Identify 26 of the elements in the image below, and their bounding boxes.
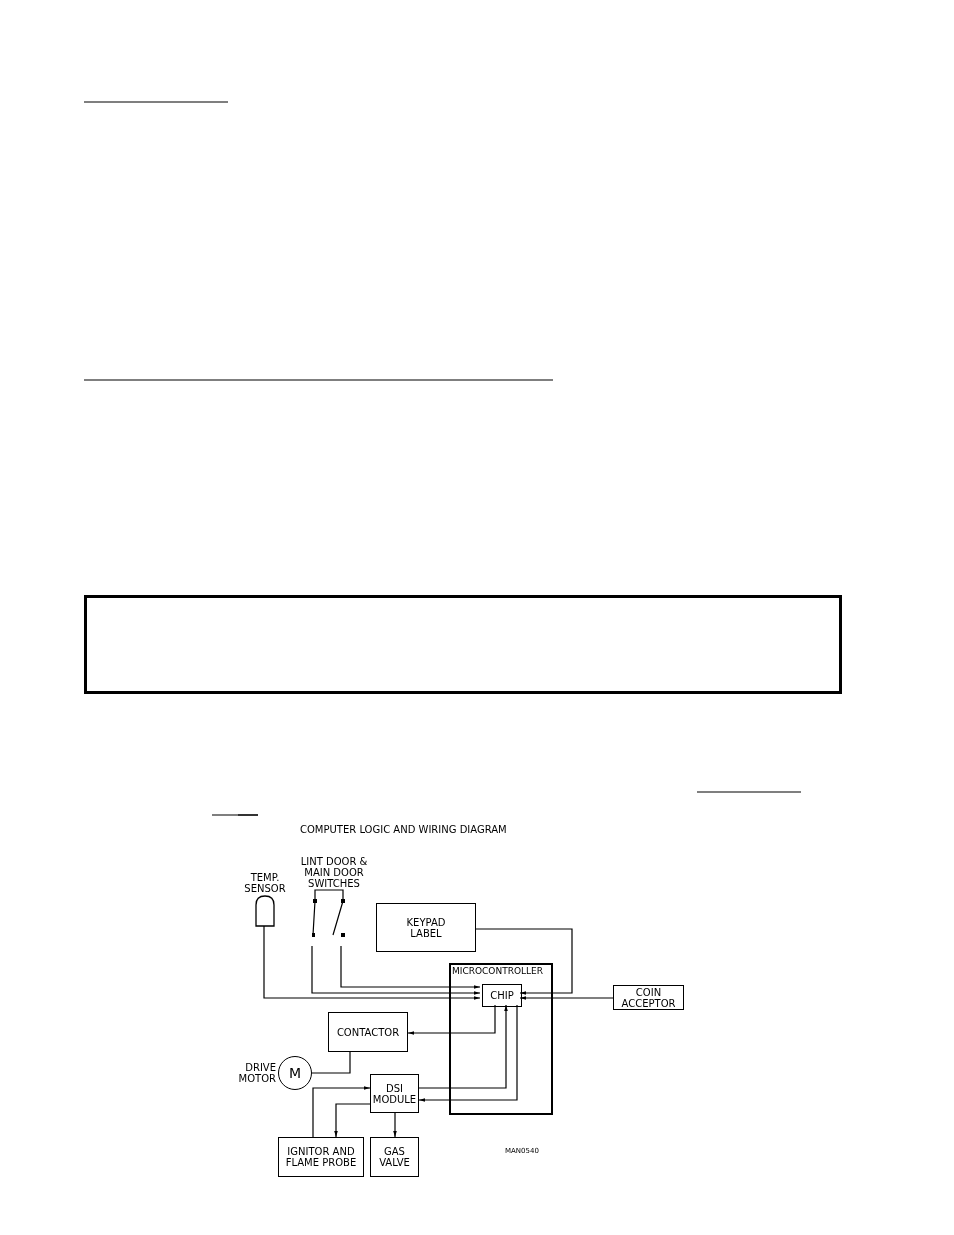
sensor-label: TEMP. SENSOR bbox=[243, 872, 287, 894]
wire-arrow bbox=[263, 925, 481, 1000]
wire-arrow bbox=[475, 928, 573, 995]
component-box: DSI MODULE bbox=[370, 1074, 419, 1113]
panel-title: MICROCONTROLLER bbox=[452, 966, 543, 977]
component-box: COIN ACCEPTOR bbox=[613, 985, 684, 1010]
wire-arrow bbox=[418, 1004, 518, 1102]
wire-arrow bbox=[340, 945, 481, 989]
wire-arrow bbox=[393, 1112, 397, 1138]
component-box: GAS VALVE bbox=[370, 1137, 419, 1177]
motor-symbol: M bbox=[278, 1056, 312, 1090]
component-caption: DRIVE MOTOR bbox=[237, 1062, 276, 1084]
diagram-title: COMPUTER LOGIC AND WIRING DIAGRAM bbox=[300, 824, 507, 835]
component-box: CONTACTOR bbox=[328, 1012, 408, 1052]
component-box: IGNITOR AND FLAME PROBE bbox=[278, 1137, 364, 1177]
wire-arrow bbox=[418, 1004, 508, 1089]
switch-label: LINT DOOR & MAIN DOOR SWITCHES bbox=[299, 856, 369, 889]
wire-arrow bbox=[312, 1086, 371, 1138]
wire-arrow bbox=[334, 1103, 371, 1138]
component-box: KEYPAD LABEL bbox=[376, 903, 476, 952]
controller-panel bbox=[449, 963, 553, 1115]
wire-arrow bbox=[311, 945, 481, 995]
component-box: CHIP bbox=[482, 984, 522, 1007]
wire bbox=[311, 1051, 351, 1074]
wire-arrow bbox=[519, 996, 614, 1000]
wire-arrow bbox=[407, 1004, 496, 1035]
